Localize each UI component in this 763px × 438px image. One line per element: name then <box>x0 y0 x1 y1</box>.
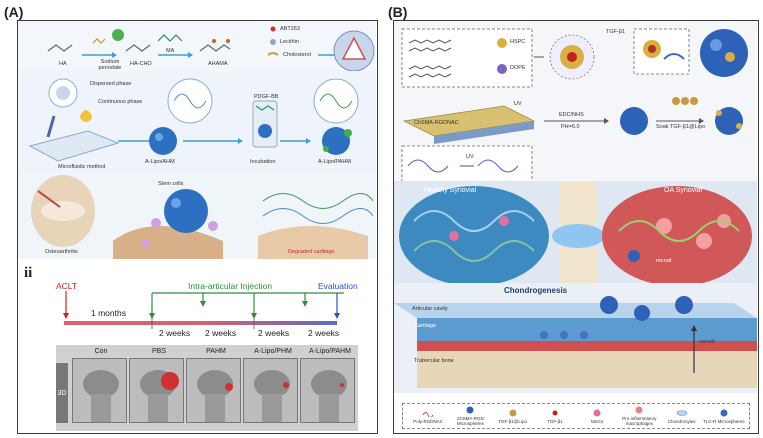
legend-poly-rgdnac: Poly-RGDNAC <box>407 409 449 424</box>
evaluation-label: Evaluation <box>318 281 358 291</box>
hspc-label: HSPC <box>510 39 526 45</box>
week-label-3: 2 weeks <box>258 328 290 338</box>
stem-cells-label: Stem cells <box>158 181 184 187</box>
trabecular-bone-label: Trabecular bone <box>414 358 454 364</box>
tissue-scheme <box>394 283 757 393</box>
tgf-label: TGF-β1 <box>606 29 626 35</box>
recruit-label-top: recruit <box>656 258 672 264</box>
ph-label: PH=6.0 <box>561 124 580 130</box>
ha-cho-label: HA-CHO <box>130 61 152 67</box>
legend-tlc-r-microspheres: TLC-R Microspheres <box>703 409 745 424</box>
ct-label-pbs: PBS <box>151 348 166 355</box>
week-label-2: 2 weeks <box>205 328 237 338</box>
ct-image-pahm <box>186 358 241 423</box>
application-scheme <box>18 171 376 259</box>
a-lipo-ahm-label: A-Lipo/AHM <box>145 159 175 165</box>
microfluidic-scheme <box>18 71 376 171</box>
dispersed-phase-label: Dispersed phase <box>90 81 132 87</box>
week-label-1: 2 weeks <box>159 328 191 338</box>
continuous-phase-label: Continuous phase <box>98 99 143 105</box>
ct-image-a-lipo-pahm <box>300 358 355 423</box>
soak-label: Soak TGF-β1@Lipo <box>656 124 705 130</box>
legend-macrophages: Pro-inflammatory macrophages <box>618 406 660 426</box>
lecithin-label: Lecithin <box>280 39 299 45</box>
chsma-label: ChSMA-RGDNAC <box>414 120 459 126</box>
cholesterol-label: Cholesterol <box>283 52 311 58</box>
legend-chsma-microspheres: ChSMA-RGD Microspheres <box>449 406 491 426</box>
week-label-4: 2 weeks <box>308 328 340 338</box>
synovial-scheme <box>394 181 757 291</box>
injection-label: Intra-articular Injection <box>188 281 273 291</box>
ct-label-a-lipo-phm: A-Lipo/PHM <box>254 348 292 355</box>
a-lipo-pahm-label: A-Lipo/PAHM <box>318 159 351 165</box>
month-label: 1 months <box>91 308 126 318</box>
legend-mscs: MSCs <box>576 409 618 424</box>
legend-chondrocytes: Chondrocytes <box>661 409 703 424</box>
oa-synovial-label: OA Synovial <box>664 187 703 194</box>
panel-a-frame: i HA Sodium periodate HA-CHO MA AHAMA AB… <box>17 20 378 434</box>
edc-nhs-label: EDC/NHS <box>559 112 584 118</box>
degraded-cartilage-label: Degraded cartilage <box>288 249 335 255</box>
microfluidic-method-label: Microfluidic method <box>58 164 106 170</box>
ct-label-con: Con <box>94 348 108 355</box>
reagent-label: Sodium periodate <box>98 59 122 71</box>
ct-image-a-lipo-phm <box>243 358 298 423</box>
chondrogenesis-label: Chondrogenesis <box>504 286 568 295</box>
incubation-label: Incubation <box>250 159 276 165</box>
panel-b-letter: (B) <box>388 4 408 20</box>
ahama-label: AHAMA <box>208 61 228 67</box>
chemistry-scheme <box>394 21 757 193</box>
uv-label: UV <box>514 101 522 107</box>
ct-image-con <box>72 358 127 423</box>
legend-tgf: TGF-β1 <box>534 409 576 424</box>
abt263-label: ABT263 <box>280 26 300 32</box>
articular-cavity-label: Articular cavity <box>412 306 448 312</box>
panel-a-letter: (A) <box>4 4 24 20</box>
cartilage-label: Cartilage <box>414 323 437 329</box>
timeline-graphic <box>63 291 344 329</box>
panel-b-frame: HSPC DOPE TGF-β1 UV ChSMA-RGDNAC EDC/NHS… <box>393 20 759 434</box>
dope-label: DOPE <box>510 65 526 71</box>
pdgf-label: PDGF-BB <box>254 94 279 100</box>
legend-box: Poly-RGDNAC ChSMA-RGD Microspheres TGF-β… <box>402 403 750 429</box>
subpanel-ii-label: ii <box>24 265 33 281</box>
osteoarthritis-label: Osteoarthritis <box>45 249 78 255</box>
ct-label-pahm: PAHM <box>206 348 226 355</box>
ma-label: MA <box>166 48 175 54</box>
recruit-label-bottom: recruit <box>699 339 715 345</box>
legend-tgf-lipo: TGF-β1@Lipo <box>492 409 534 424</box>
ct-label-a-lipo-pahm: A-Lipo/PAHM <box>309 348 351 355</box>
ct-image-pbs <box>129 358 184 423</box>
uv2-label: UV <box>466 154 474 160</box>
healthy-synovial-label: Healthy Synovial <box>424 187 477 194</box>
ct-side-label: 3D <box>56 363 68 423</box>
aclt-label: ACLT <box>56 281 78 291</box>
ha-label: HA <box>59 61 67 67</box>
